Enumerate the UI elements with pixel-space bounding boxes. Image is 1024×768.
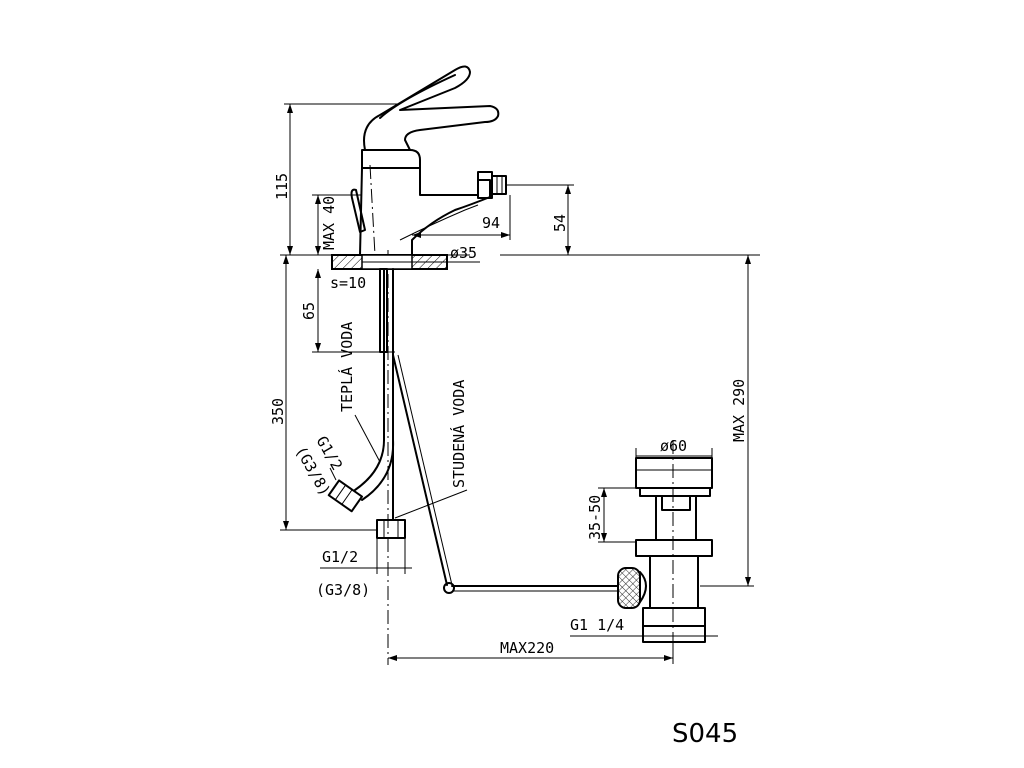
dim-max220: MAX220 bbox=[500, 639, 554, 657]
supply-pipes bbox=[327, 268, 619, 594]
dim-350: 350 bbox=[269, 398, 287, 425]
dim-115: 115 bbox=[273, 173, 291, 200]
dimension-lines bbox=[280, 103, 754, 664]
dim-s10: s=10 bbox=[330, 274, 366, 292]
dim-35-50: 35-50 bbox=[586, 495, 604, 540]
thread-g114: G1 1/4 bbox=[570, 616, 624, 634]
drain-assembly bbox=[617, 457, 713, 643]
mixer-body bbox=[359, 167, 491, 256]
popup-rod-knob bbox=[350, 188, 366, 233]
faucet-body bbox=[280, 65, 760, 270]
dim-54: 54 bbox=[551, 214, 569, 232]
dim-65: 65 bbox=[300, 302, 318, 320]
hot-water-label: TEPLÁ VODA bbox=[337, 322, 356, 412]
thread-g38-cold: (G3/8) bbox=[316, 581, 370, 599]
knurled-nut bbox=[617, 567, 641, 609]
thread-g12-cold: G1/2 bbox=[322, 548, 358, 566]
dim-94: 94 bbox=[482, 214, 500, 232]
dim-dia60: ø60 bbox=[660, 437, 687, 455]
dim-max40: MAX 40 bbox=[320, 196, 338, 250]
dim-dia35: ø35 bbox=[450, 244, 477, 262]
cold-water-label: STUDENÁ VODA bbox=[449, 380, 468, 488]
lever-handle bbox=[363, 65, 500, 151]
product-code: S045 bbox=[672, 719, 738, 749]
dim-max290: MAX 290 bbox=[730, 379, 748, 442]
center-lines bbox=[369, 164, 674, 665]
dimension-labels: 115 MAX 40 94 54 ø35 s=10 65 350 MAX 290… bbox=[269, 173, 748, 657]
annotation-labels: TEPLÁ VODA STUDENÁ VODA G1/2 (G3/8) G1/2… bbox=[292, 322, 625, 634]
